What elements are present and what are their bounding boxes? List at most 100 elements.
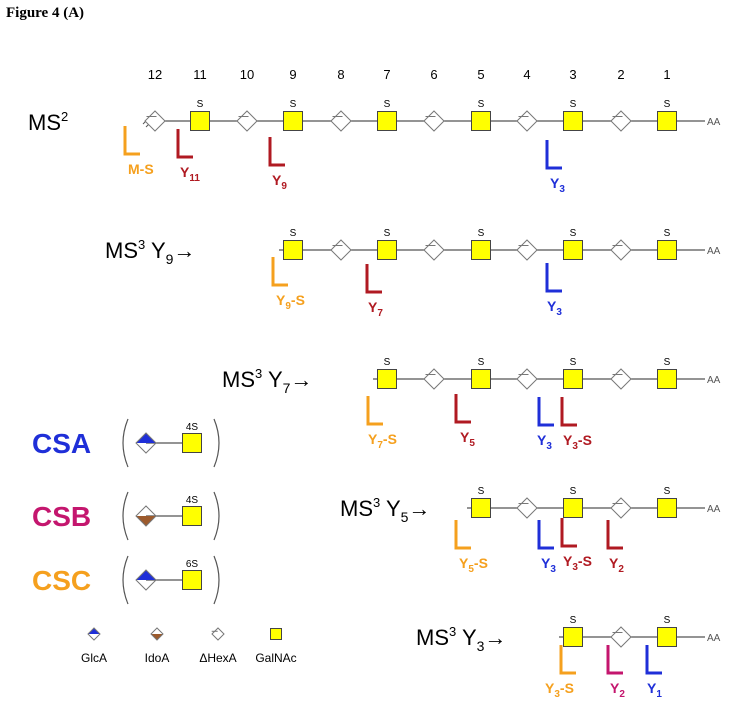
hexa-diamond-icon — [610, 497, 632, 519]
sulfate-label: S — [290, 99, 297, 110]
residue-number: 8 — [337, 67, 344, 82]
sulfate-label: S — [478, 228, 485, 239]
legend-label: GlcA — [81, 651, 107, 665]
reducing-end-label: AA — [707, 633, 721, 644]
hexa-diamond-icon — [144, 110, 166, 132]
hexa-diamond-icon — [610, 626, 632, 648]
galnac-square-icon — [377, 111, 397, 131]
galnac-square-icon — [471, 240, 491, 260]
glca-diamond-icon — [135, 432, 157, 454]
hexa-diamond-icon — [516, 110, 538, 132]
galnac-square-icon — [471, 111, 491, 131]
residue-number: 3 — [569, 67, 576, 82]
galnac-square-icon — [190, 111, 210, 131]
galnac-square-icon — [657, 240, 677, 260]
hexa-diamond-icon — [423, 368, 445, 390]
fragment-cleavage-marker — [271, 257, 288, 287]
residue-number: 5 — [477, 67, 484, 82]
galnac-square-icon — [657, 369, 677, 389]
galnac-square-icon — [563, 240, 583, 260]
sulfate-label: S — [664, 228, 671, 239]
fragment-label: Y3-S — [563, 553, 592, 573]
sulfate-label: S — [290, 228, 297, 239]
fragment-label: Y5 — [460, 429, 475, 449]
sulfate-label: S — [664, 99, 671, 110]
fragment-label: Y3 — [547, 298, 562, 318]
hexa-diamond-icon — [610, 239, 632, 261]
residue-number: 7 — [383, 67, 390, 82]
fragment-cleavage-marker — [606, 645, 623, 675]
sulfate-label: S — [664, 357, 671, 368]
residue-number: 10 — [240, 67, 254, 82]
galnac-square-icon — [471, 498, 491, 518]
reducing-end-label: AA — [707, 504, 721, 515]
legend-label: IdoA — [145, 651, 170, 665]
sulfate-label: S — [570, 357, 577, 368]
sulfate-label: S — [478, 99, 485, 110]
galnac-square-icon — [182, 433, 202, 453]
sulfation-label: 4S — [186, 495, 199, 506]
galnac-square-icon — [563, 498, 583, 518]
fragment-label: M-S — [128, 161, 154, 177]
hexa-diamond-icon — [610, 368, 632, 390]
fragment-label: Y5-S — [459, 555, 488, 575]
hexa-diamond-icon — [610, 110, 632, 132]
galnac-square-icon — [182, 506, 202, 526]
sulfate-label: S — [384, 99, 391, 110]
sulfate-label: S — [664, 615, 671, 626]
galnac-square-icon — [283, 240, 303, 260]
residue-number: 4 — [523, 67, 530, 82]
sulfate-label: S — [664, 486, 671, 497]
galnac-square-icon — [377, 240, 397, 260]
bracket-right — [213, 491, 220, 541]
fragment-cleavage-marker — [606, 520, 623, 550]
hexa-diamond-icon — [516, 368, 538, 390]
fragment-label: Y11 — [180, 164, 200, 184]
galnac-square-icon — [182, 570, 202, 590]
ms-stage-label: MS3 Y3→ — [416, 624, 506, 654]
galnac-square-icon — [471, 369, 491, 389]
fragment-cleavage-marker — [545, 140, 562, 170]
galnac-square-icon — [657, 498, 677, 518]
ms-stage-label: MS3 Y7→ — [222, 366, 312, 396]
cs-type-name: CSC — [32, 565, 91, 596]
glca-diamond-icon — [87, 627, 101, 641]
reducing-end-label: AA — [707, 246, 721, 257]
bracket-left — [122, 491, 129, 541]
fragment-cleavage-marker — [365, 264, 382, 294]
legend-label: ΔHexA — [199, 651, 236, 665]
fragment-label: Y1 — [647, 680, 662, 700]
fragment-cleavage-marker — [123, 126, 140, 156]
galnac-square-icon — [657, 627, 677, 647]
sulfate-label: S — [478, 486, 485, 497]
fragment-cleavage-marker — [645, 645, 662, 675]
hexa-diamond-icon — [516, 239, 538, 261]
fragment-label: Y7-S — [368, 431, 397, 451]
ms-stage-label: MS3 Y9→ — [105, 237, 195, 267]
sulfate-label: S — [384, 357, 391, 368]
residue-number: 9 — [289, 67, 296, 82]
bracket-left — [122, 555, 129, 605]
bracket-right — [213, 418, 220, 468]
fragment-cleavage-marker — [268, 137, 285, 167]
fragment-label: Y9 — [272, 172, 287, 192]
fragment-label: Y2 — [609, 555, 624, 575]
figure-title: Figure 4 (A) — [6, 5, 85, 21]
fragment-label: Y3-S — [563, 432, 592, 452]
hexa-diamond-icon — [330, 110, 352, 132]
fragment-label: Y3 — [537, 432, 552, 452]
galnac-square-icon — [563, 369, 583, 389]
fragment-cleavage-marker — [537, 520, 554, 550]
residue-number: 6 — [430, 67, 437, 82]
idoa-diamond-icon — [135, 505, 157, 527]
fragment-cleavage-marker — [454, 394, 471, 424]
bracket-left — [122, 418, 129, 468]
hexa-diamond-icon — [236, 110, 258, 132]
legend-label: GalNAc — [255, 651, 296, 665]
sulfation-label: 6S — [186, 559, 199, 570]
sulfate-label: S — [570, 615, 577, 626]
fragment-label: Y3-S — [545, 680, 574, 700]
fragment-cleavage-marker — [176, 129, 193, 159]
fragment-label: Y3 — [550, 175, 565, 195]
